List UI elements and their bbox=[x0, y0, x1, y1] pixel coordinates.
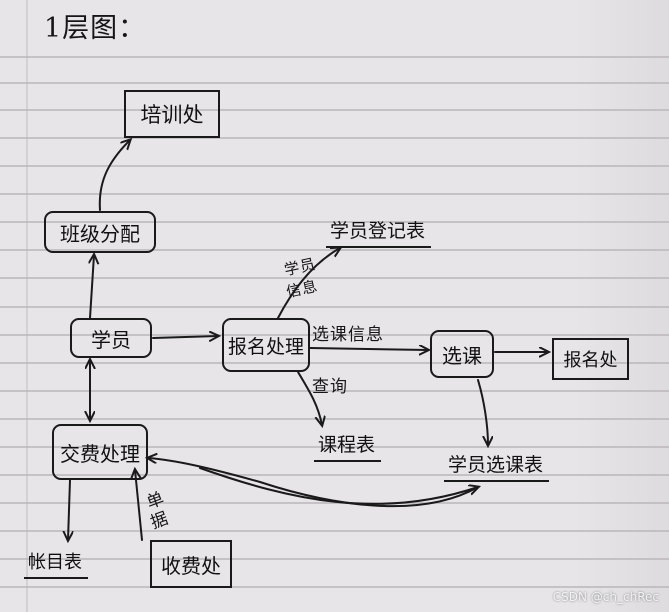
ruled-line bbox=[0, 109, 669, 111]
store-underline bbox=[24, 577, 88, 579]
ruled-line bbox=[0, 82, 669, 84]
store-course-table: 课程表 bbox=[314, 430, 382, 462]
diagram-title: 1层图： bbox=[44, 13, 147, 44]
store-underline bbox=[326, 246, 432, 248]
process-course-select: 选课 bbox=[430, 330, 494, 378]
arrow-feeoffice-to-fee bbox=[135, 470, 143, 541]
ruled-line bbox=[0, 474, 669, 476]
store-underline bbox=[444, 480, 550, 482]
process-student: 学员 bbox=[70, 318, 152, 358]
ruled-line bbox=[0, 165, 669, 167]
ruled-line bbox=[0, 418, 669, 420]
arrow-registration-to-coursetable bbox=[297, 371, 322, 425]
ruled-line bbox=[0, 586, 669, 588]
ruled-line bbox=[0, 277, 669, 279]
process-course-select-label: 选课 bbox=[442, 343, 482, 368]
process-fee-label: 交费处理 bbox=[60, 441, 140, 466]
entity-registration-office: 报名处 bbox=[552, 338, 629, 380]
ruled-line bbox=[0, 530, 669, 532]
arrow-registration-to-course bbox=[309, 348, 428, 350]
entity-registration-office-label: 报名处 bbox=[563, 350, 618, 371]
arrow-fee-to-selection bbox=[199, 467, 478, 505]
ruled-line bbox=[0, 502, 669, 504]
arrow-student-to-assign bbox=[90, 255, 94, 319]
ruled-line bbox=[0, 362, 669, 364]
ruled-line bbox=[0, 56, 669, 58]
store-student-course-table: 学员选课表 bbox=[444, 450, 550, 482]
arrow-selection-to-fee bbox=[148, 458, 479, 508]
arrow-student-to-registration bbox=[152, 336, 218, 338]
ruled-line bbox=[0, 446, 669, 448]
process-registration: 报名处理 bbox=[222, 318, 310, 372]
entity-fee-office: 收费处 bbox=[150, 540, 232, 588]
ruled-line bbox=[0, 390, 669, 392]
ruled-line bbox=[0, 137, 669, 139]
watermark: CSDN @ch_chRec bbox=[552, 590, 659, 604]
store-student-register-label: 学员登记表 bbox=[330, 220, 426, 242]
arrow-fee-to-account bbox=[68, 479, 70, 540]
process-fee: 交费处理 bbox=[52, 424, 148, 480]
entity-training-office-label: 培训处 bbox=[140, 103, 204, 127]
ruled-line bbox=[0, 558, 669, 560]
ruled-line bbox=[0, 306, 669, 308]
flow-label-query: 查询 bbox=[312, 377, 348, 397]
ruled-line bbox=[0, 193, 669, 195]
entity-fee-office-label: 收费处 bbox=[161, 553, 221, 578]
ruled-line bbox=[0, 221, 669, 223]
process-class-assign-label: 班级分配 bbox=[60, 221, 140, 246]
store-student-register: 学员登记表 bbox=[326, 216, 432, 248]
store-course-table-label: 课程表 bbox=[318, 434, 376, 456]
flow-label-course-info: 选课信息 bbox=[312, 325, 384, 345]
process-student-label: 学员 bbox=[91, 327, 131, 352]
store-student-course-table-label: 学员选课表 bbox=[448, 454, 544, 476]
store-account-table: 帐目表 bbox=[24, 548, 88, 579]
store-account-table-label: 帐目表 bbox=[28, 552, 82, 573]
ruled-line bbox=[0, 334, 669, 336]
process-class-assign: 班级分配 bbox=[44, 211, 156, 253]
arrow-assign-to-training bbox=[98, 140, 130, 211]
entity-training-office: 培训处 bbox=[124, 90, 220, 138]
arrow-registration-to-register bbox=[277, 248, 340, 319]
arrow-course-to-selection bbox=[477, 379, 488, 445]
store-underline bbox=[314, 460, 382, 462]
process-registration-label: 报名处理 bbox=[227, 335, 304, 358]
